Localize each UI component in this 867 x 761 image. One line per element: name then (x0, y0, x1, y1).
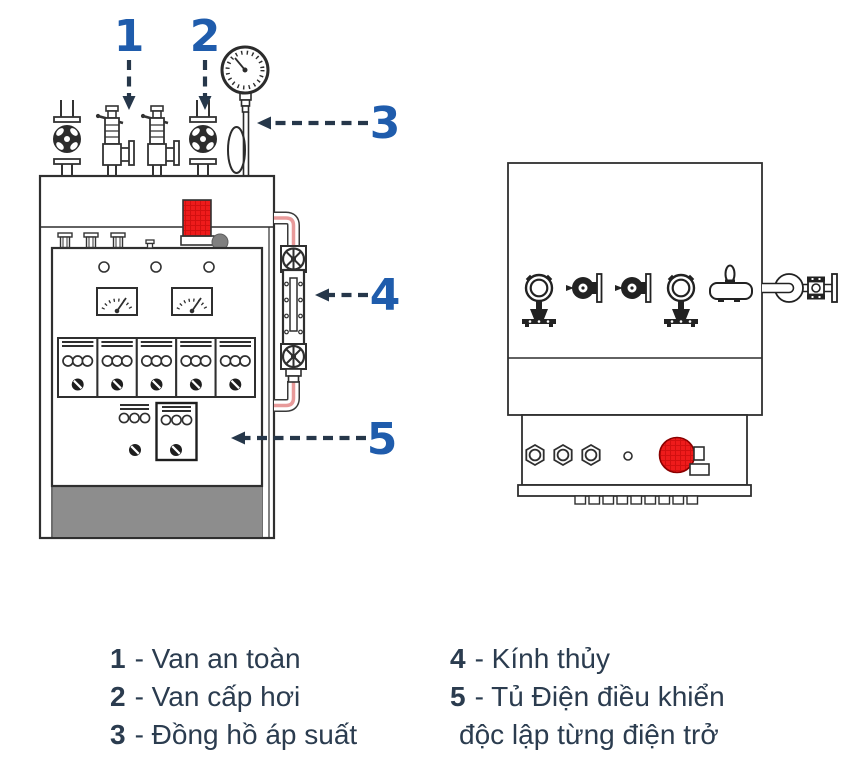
ammeter-left (95, 286, 139, 317)
steam-supply-valve (188, 99, 218, 177)
boiler-base (53, 487, 262, 537)
legend-text: - Van an toàn (134, 643, 301, 674)
legend-text: - Van cấp hơi (134, 681, 301, 712)
lower-modules (118, 401, 198, 462)
legend-text: - Đồng hồ áp suất (134, 719, 358, 750)
safety-valve-2 (140, 104, 181, 178)
pressure-gauge (220, 45, 270, 176)
cabinet-top-view (517, 414, 752, 505)
panel-screws (98, 261, 215, 273)
sight-glass-pipes (274, 211, 300, 412)
safety-valve-1 (95, 104, 136, 178)
legend-num: 4 (450, 643, 466, 674)
alarm-lamp (180, 199, 215, 246)
boiler-front-view (38, 45, 307, 540)
legend-num: 5 (450, 681, 466, 712)
legend-item-4: 4 - Kính thủy (450, 640, 725, 678)
legend-item-1: 1 - Van an toàn (110, 640, 357, 678)
legend-item-5: 5 - Tủ Điện điều khiển (450, 678, 725, 716)
top-valves (52, 99, 218, 178)
callout-label-3: 3 (369, 98, 401, 149)
boiler-top-view (507, 162, 838, 505)
callout-label-5: 5 (366, 414, 398, 465)
legend-num: 1 (110, 643, 126, 674)
steam-outlet-top (762, 273, 838, 303)
legend-num: 3 (110, 719, 126, 750)
callout-label-2: 2 (189, 11, 221, 62)
legend-text: độc lập từng điện trở (459, 719, 719, 750)
legend-column-right: 4 - Kính thủy 5 - Tủ Điện điều khiển độc l… (450, 640, 725, 754)
breaker-row (56, 336, 257, 399)
sight-glass (280, 245, 307, 383)
control-cabinet (50, 232, 264, 488)
top-view-valves (522, 264, 838, 327)
terminal-teeth (574, 495, 699, 505)
ammeter-right (170, 286, 214, 317)
cable-glands (57, 232, 155, 249)
legend-item-2: 2 - Van cấp hơi (110, 678, 357, 716)
legend-column-left: 1 - Van an toàn 2 - Van cấp hơi 3 - Đồng hồ… (110, 640, 357, 754)
legend-text: - Kính thủy (474, 643, 610, 674)
legend-item-5-cont: độc lập từng điện trở (450, 716, 725, 754)
callout-label-1: 1 (113, 11, 145, 62)
legend-item-3: 3 - Đồng hồ áp suất (110, 716, 357, 754)
siphon-loop (227, 126, 246, 174)
globe-valve-left (52, 99, 82, 177)
callout-arrows (122, 60, 368, 445)
gauge-top-view (709, 264, 753, 302)
legend-num: 2 (110, 681, 126, 712)
callout-label-4: 4 (369, 270, 401, 321)
legend-text: - Tủ Điện điều khiển (474, 681, 725, 712)
